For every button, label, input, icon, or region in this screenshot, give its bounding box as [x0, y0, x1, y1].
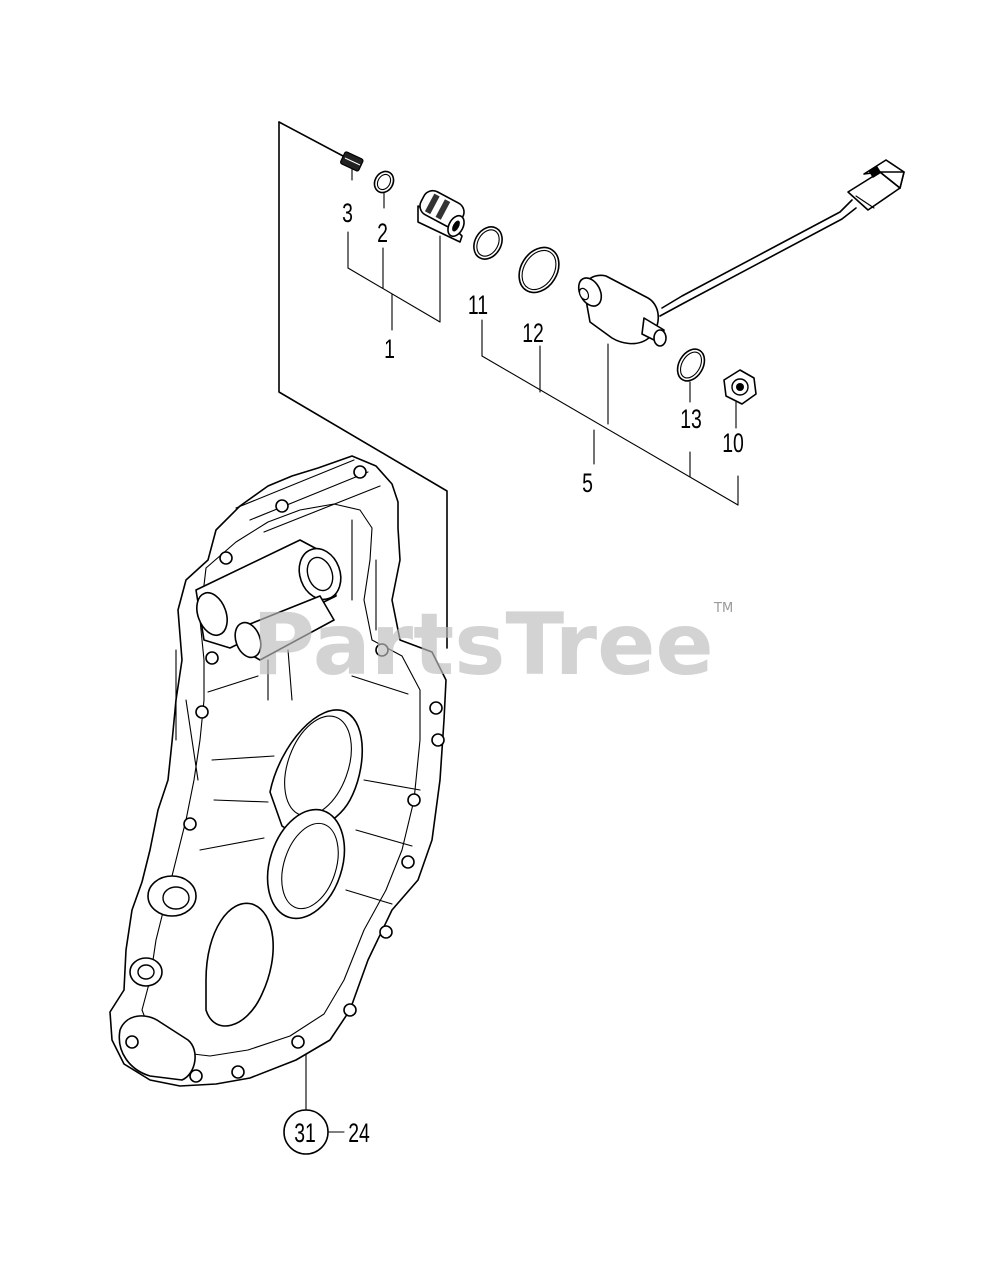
label-part-2: 2 [377, 218, 388, 248]
o-ring-part-13 [676, 348, 706, 382]
solenoid-part-5 [577, 159, 905, 347]
watermark-tm: TM [713, 601, 733, 616]
label-part-11: 11 [468, 290, 488, 320]
label-part-13: 13 [680, 404, 702, 434]
part-labels: 3 2 1 11 12 5 13 10 [342, 198, 744, 498]
label-part-1: 1 [384, 334, 395, 364]
label-part-12: 12 [522, 318, 544, 348]
label-part-3: 3 [342, 198, 353, 228]
label-part-10: 10 [722, 428, 744, 458]
o-ring-part-2 [373, 170, 395, 194]
label-part-5: 5 [582, 468, 593, 498]
watermark-text: PartsTree [252, 595, 714, 695]
reference-callout: 31 24 [283, 1109, 370, 1155]
transmission-housing [109, 455, 447, 1087]
connector-plug [847, 159, 905, 211]
valve-spool-part-1 [417, 189, 465, 243]
reference-circle [283, 1109, 329, 1155]
bolt-holes [125, 465, 445, 1083]
o-ring-part-12 [518, 246, 560, 294]
leader-lines [305, 167, 739, 1133]
reference-circle-label: 31 [294, 1118, 316, 1148]
set-screw-part-3 [340, 151, 364, 172]
hex-nut-part-10 [723, 369, 757, 405]
o-ring-part-11 [473, 226, 503, 260]
reference-item-label: 24 [348, 1118, 370, 1148]
watermark: PartsTree TM [252, 595, 733, 695]
